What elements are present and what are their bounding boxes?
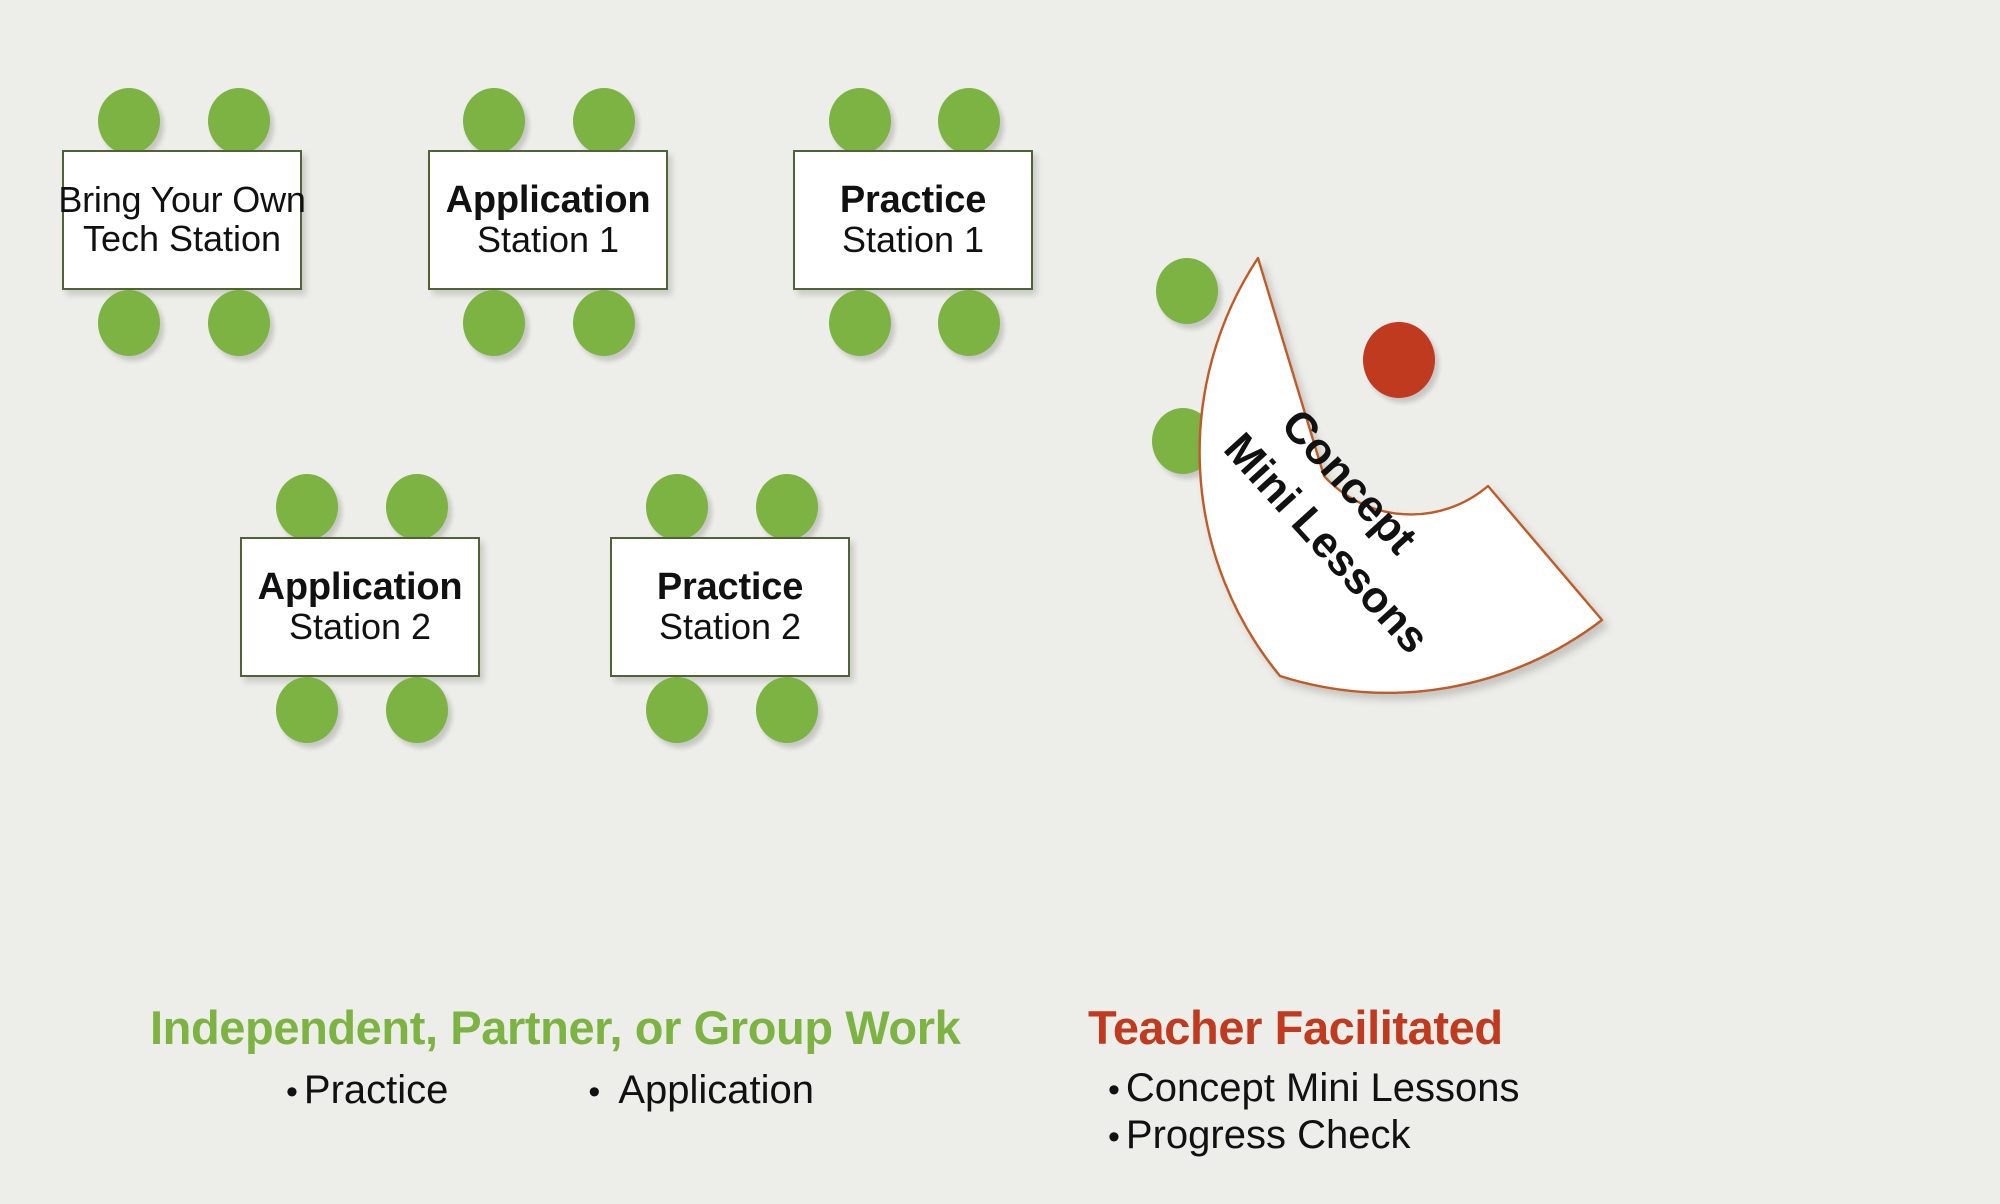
table-bring-your-own-tech-station[interactable]: Bring Your Own Tech Station [58,150,306,290]
table-label-line2: Station 1 [841,218,985,260]
seat-teacher-station-upper-left [1156,258,1218,324]
teacher-station-label-line2: Mini Lessons [1215,424,1439,663]
seat-station-1-bottom-left [98,290,160,356]
seat-application-2-top-left [276,474,338,540]
table-label-line2: Station 1 [476,218,620,260]
legend-item-label: Application [618,1068,814,1112]
table-label-line1: Practice [656,565,804,608]
legend-item-concept-mini-lessons: • Concept Mini Lessons [1108,1065,1788,1112]
seat-application-2-bottom-left [276,677,338,743]
legend-item-practice: • Practice [286,1067,448,1114]
seat-teacher-station-lower-right [1443,542,1505,608]
table-label-line1: Bring Your Own [58,178,306,220]
table-label-line1: Application [257,565,463,608]
legend-item-label: Progress Check [1125,1113,1411,1158]
bullet-icon: • [286,1073,298,1111]
seat-station-1-top-right [208,88,270,154]
legend-item-list-independent: • Practice • Application [150,1067,950,1114]
seat-teacher-station-mid-left [1152,408,1214,474]
table-label-line2: Station 2 [658,605,802,647]
seat-application-1-top-left [463,88,525,154]
seat-application-1-bottom-right [573,290,635,356]
table-application-station-2[interactable]: Application Station 2 [240,537,480,677]
seat-station-1-top-left [98,88,160,154]
legend-item-label: Concept Mini Lessons [1125,1066,1520,1110]
seat-practice-2-top-left [646,474,708,540]
seat-practice-1-bottom-left [829,290,891,356]
legend-item-list-teacher: • Concept Mini Lessons • Progress Check [1088,1065,1788,1159]
seat-practice-2-bottom-left [646,677,708,743]
teacher-station-label-line1: Concept [1272,400,1427,564]
legend-item-application: • Application [588,1067,814,1114]
seat-station-1-bottom-right [208,290,270,356]
table-practice-station-1[interactable]: Practice Station 1 [793,150,1033,290]
legend-item-progress-check: • Progress Check [1108,1112,1788,1159]
legend-title-independent: Independent, Partner, or Group Work [150,1001,961,1054]
table-label-line1: Practice [839,178,987,221]
bullet-icon: • [1108,1071,1120,1109]
seat-practice-2-top-right [756,474,818,540]
independent-work-legend: Independent, Partner, or Group Work • Pr… [150,1000,961,1114]
seat-teacher [1363,322,1435,398]
seat-application-1-bottom-left [463,290,525,356]
seat-practice-1-top-left [829,88,891,154]
table-label-line2: Tech Station [82,217,282,259]
bullet-icon: • [588,1073,601,1111]
legend-title-teacher-facilitated: Teacher Facilitated [1088,1001,1503,1054]
table-label-line1: Application [445,178,651,221]
concept-mini-lessons-table[interactable]: Concept Mini Lessons [1150,200,1970,700]
bullet-icon: • [1108,1118,1120,1157]
seat-application-2-bottom-right [386,677,448,743]
table-application-station-1[interactable]: Application Station 1 [428,150,668,290]
legend-item-label: Practice [303,1068,449,1112]
seat-practice-1-top-right [938,88,1000,154]
table-practice-station-2[interactable]: Practice Station 2 [610,537,850,677]
teacher-facilitated-legend: Teacher Facilitated • Concept Mini Lesso… [1088,1000,1788,1159]
seat-application-1-top-right [573,88,635,154]
table-label-line2: Station 2 [288,605,432,647]
seat-practice-2-bottom-right [756,677,818,743]
seat-application-2-top-right [386,474,448,540]
seat-practice-1-bottom-right [938,290,1000,356]
seat-teacher-station-lower-left [1290,552,1352,618]
